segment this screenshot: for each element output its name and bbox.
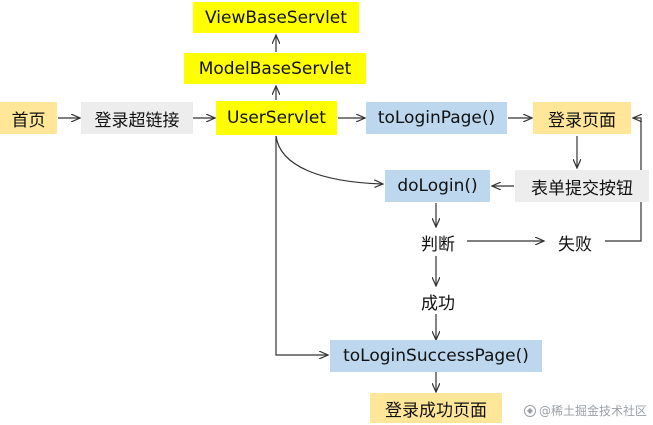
edge-userservlet-to-dologin: [275, 135, 383, 184]
success-node: 成功: [421, 293, 455, 314]
login-page-node: 登录页面: [533, 102, 631, 134]
login-link-node: 登录超链接: [81, 102, 193, 134]
do-login-node: doLogin(): [385, 170, 490, 202]
fail-node: 失败: [558, 234, 592, 255]
watermark: ◆ @稀土掘金技术社区: [523, 402, 647, 419]
watermark-text: @稀土掘金技术社区: [538, 404, 647, 418]
to-login-success-page-node: toLoginSuccessPage(): [330, 340, 542, 372]
home-node: 首页: [0, 102, 57, 134]
to-login-page-node: toLoginPage(): [366, 102, 507, 134]
edge-userservlet-to-successpage: [275, 136, 328, 355]
user-servlet-node: UserServlet: [216, 101, 337, 135]
submit-button-node: 表单提交按钮: [515, 170, 649, 202]
login-success-page-node: 登录成功页面: [370, 393, 502, 423]
juejin-logo-icon: ◆: [523, 404, 536, 417]
model-base-servlet-node: ModelBaseServlet: [184, 53, 366, 84]
view-base-servlet-node: ViewBaseServlet: [193, 2, 359, 33]
judge-node: 判断: [421, 234, 455, 255]
